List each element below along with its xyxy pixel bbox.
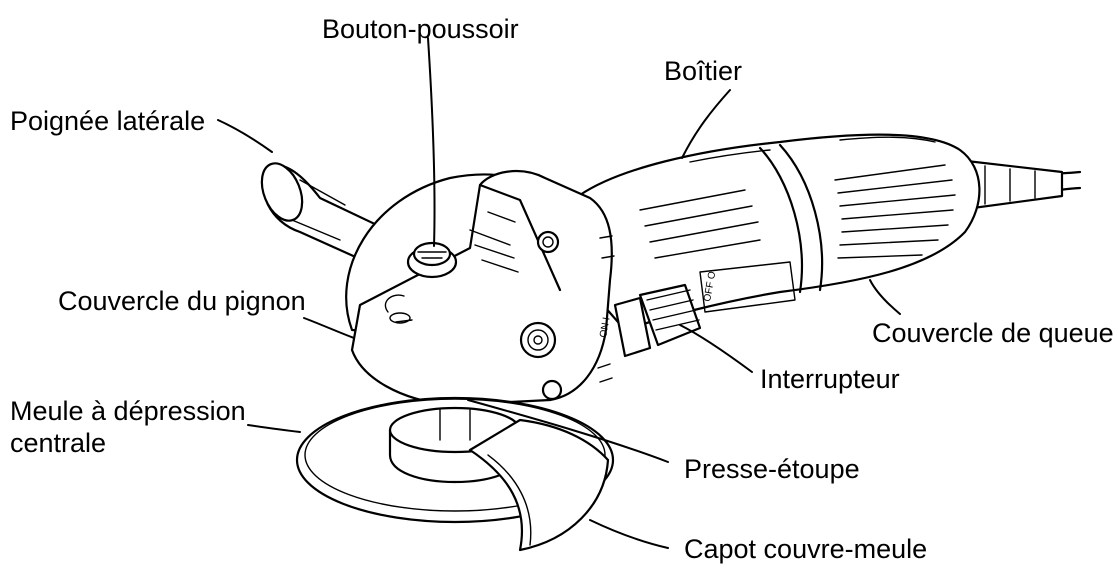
label-gear-cover: Couvercle du pignon xyxy=(58,286,306,316)
leader-side-handle xyxy=(217,119,273,153)
switch-on-mark: ON I xyxy=(598,316,612,338)
leader-push-button xyxy=(427,37,436,247)
leader-guard xyxy=(589,519,669,549)
push-button xyxy=(406,241,458,279)
label-side-handle: Poignée latérale xyxy=(10,106,205,136)
label-switch: Interrupteur xyxy=(760,364,900,394)
leader-gland xyxy=(467,399,669,463)
label-gland: Presse-étoupe xyxy=(684,454,860,484)
leader-gear-cover xyxy=(303,317,355,339)
wheel-guard xyxy=(468,418,610,552)
leader-housing xyxy=(681,89,731,159)
label-wheel-line1: Meule à dépression xyxy=(10,396,246,426)
housing-body xyxy=(578,133,981,332)
label-wheel-line2: centrale xyxy=(10,428,106,458)
label-push-button: Bouton-poussoir xyxy=(322,14,519,44)
leader-tail-cover xyxy=(869,279,901,315)
label-guard: Capot couvre-meule xyxy=(684,534,927,564)
labels: Bouton-poussoir Boîtier Poignée latérale… xyxy=(10,14,1114,564)
label-tail-cover: Couvercle de queue xyxy=(872,318,1114,348)
leader-wheel xyxy=(247,424,301,433)
switch-off-mark: OFF O xyxy=(702,270,718,302)
gear-head xyxy=(350,170,613,407)
leader-switch xyxy=(679,324,753,373)
label-housing: Boîtier xyxy=(664,56,742,86)
switch-slider: ON I OFF O xyxy=(597,235,718,383)
leader-lines xyxy=(217,37,901,549)
